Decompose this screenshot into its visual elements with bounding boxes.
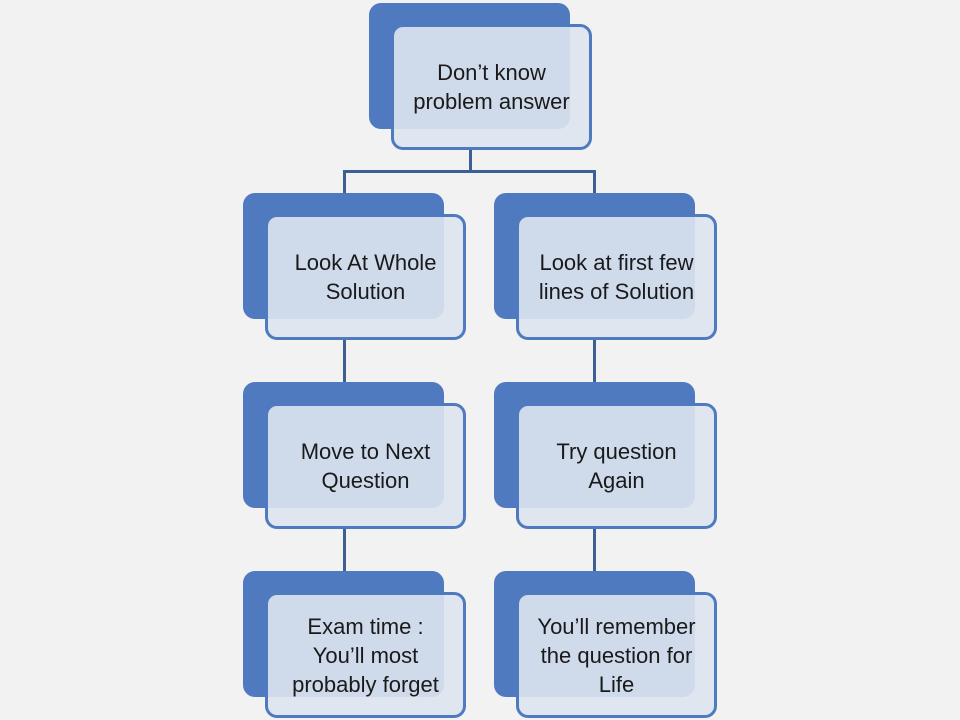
connector-right-2-to-right-3 [593, 529, 596, 572]
node-box: Look At Whole Solution [265, 214, 466, 340]
node-box: Try question Again [516, 403, 717, 529]
node-box: Don’t know problem answer [391, 24, 592, 150]
node-label: Look At Whole Solution [294, 250, 437, 304]
connector-to-right-1 [593, 170, 596, 194]
node-label: Don’t know problem answer [413, 60, 570, 114]
connector-root-down [469, 150, 472, 171]
node-label: Move to Next Question [300, 439, 431, 493]
node-box: You’ll remember the question for Life [516, 592, 717, 718]
connector-left-1-to-left-2 [343, 340, 346, 383]
node-box: Look at first few lines of Solution [516, 214, 717, 340]
node-label: You’ll remember the question for Life [537, 613, 696, 697]
node-label: Look at first few lines of Solution [538, 250, 695, 304]
node-box: Move to Next Question [265, 403, 466, 529]
node-label: Exam time : You’ll most probably forget [292, 613, 439, 697]
connector-left-2-to-left-3 [343, 529, 346, 572]
connector-right-1-to-right-2 [593, 340, 596, 383]
connector-horizontal-bar [343, 170, 596, 173]
node-label: Try question Again [556, 439, 677, 493]
connector-to-left-1 [343, 170, 346, 194]
node-box: Exam time : You’ll most probably forget [265, 592, 466, 718]
